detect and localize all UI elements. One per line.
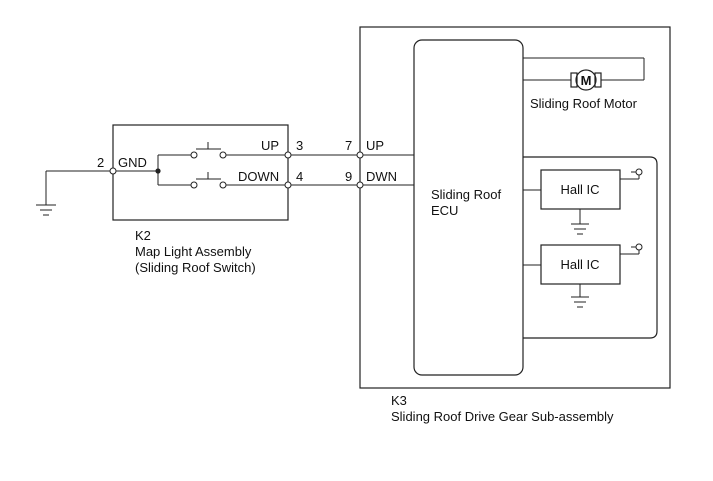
switch-internal-wiring <box>113 142 285 189</box>
hall-ic-1-circuit <box>523 168 643 235</box>
down-pin-number-k2: 4 <box>296 169 303 184</box>
left-ground-symbol <box>36 171 56 216</box>
motor-symbol <box>570 69 602 91</box>
down-terminal-k2 <box>284 181 292 189</box>
up-terminal-k2 <box>284 151 292 159</box>
ecu-label-line1: Sliding Roof <box>431 187 501 202</box>
ecu-label-line2: ECU <box>431 203 458 218</box>
motor-circuit <box>523 57 645 81</box>
switch-assembly-subname: (Sliding Roof Switch) <box>135 260 256 275</box>
gnd-terminal <box>109 167 117 175</box>
ecu-block <box>413 39 524 376</box>
drive-gear-box <box>359 26 671 389</box>
dwn-pin-number-k3: 9 <box>345 169 352 184</box>
dwn-pin-label-k3: DWN <box>366 169 397 184</box>
switch-assembly-name: Map Light Assembly <box>135 244 252 259</box>
hall-ic-enclosure <box>523 156 658 339</box>
hall-ic-1 <box>540 169 621 210</box>
gnd-pin-label: GND <box>118 155 147 170</box>
gnd-pin-number: 2 <box>97 155 104 170</box>
motor-label: Sliding Roof Motor <box>530 96 638 111</box>
hall-ic-2-label: Hall IC <box>560 257 599 272</box>
drive-gear-code: K3 <box>391 393 407 408</box>
drive-gear-name: Sliding Roof Drive Gear Sub-assembly <box>391 409 614 424</box>
up-pin-number-k2: 3 <box>296 138 303 153</box>
hall-ic-2-circuit <box>523 243 643 308</box>
up-pin-label-k3: UP <box>366 138 384 153</box>
hall-ic-1-label: Hall IC <box>560 182 599 197</box>
hall-ic-2 <box>540 244 621 285</box>
up-pin-label-k2: UP <box>261 138 279 153</box>
down-pin-label-k2: DOWN <box>238 169 279 184</box>
up-terminal-k3 <box>356 151 364 159</box>
motor-symbol-letter: M <box>581 73 592 88</box>
up-pin-number-k3: 7 <box>345 138 352 153</box>
switch-assembly-code: K2 <box>135 228 151 243</box>
dwn-terminal-k3 <box>356 181 364 189</box>
